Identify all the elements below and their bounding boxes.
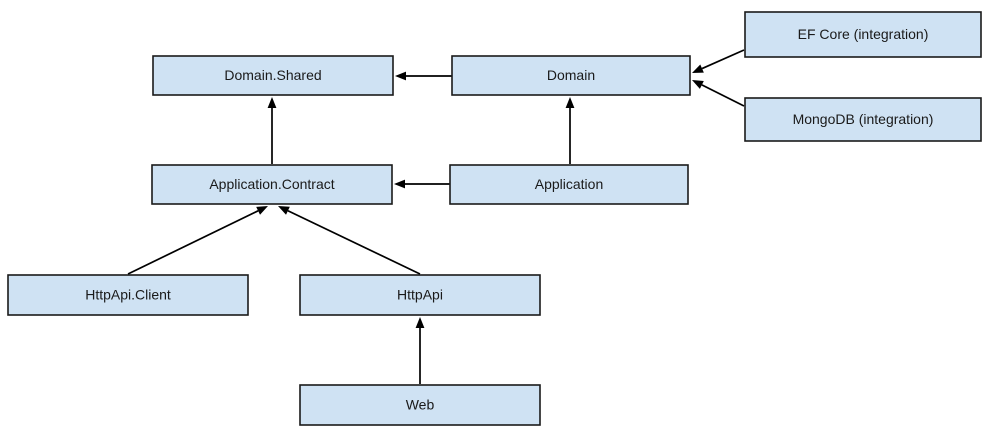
node-box[interactable] <box>449 164 689 205</box>
arrowhead-icon <box>692 80 704 89</box>
arrowhead-icon <box>267 97 277 108</box>
edge-web-to-httpapi <box>415 317 425 384</box>
node-web[interactable]: Web <box>299 384 541 426</box>
node-application[interactable]: Application <box>449 164 689 205</box>
node-box[interactable] <box>299 274 541 316</box>
node-mongodb[interactable]: MongoDB (integration) <box>744 97 982 142</box>
node-box[interactable] <box>299 384 541 426</box>
arrowhead-icon <box>692 64 704 73</box>
edge-line <box>701 49 745 70</box>
node-domain-shared[interactable]: Domain.Shared <box>152 55 394 96</box>
arrowhead-icon <box>415 317 425 328</box>
arrowhead-icon <box>394 179 405 189</box>
edge-httpapi-to-application-contract <box>278 206 421 275</box>
node-box[interactable] <box>744 11 982 58</box>
nodes-layer: Domain.Shared Domain EF Core (integration)… <box>7 11 982 426</box>
node-application-contract[interactable]: Application.Contract <box>151 164 393 205</box>
edge-line <box>127 210 259 275</box>
edge-line <box>287 209 421 275</box>
edge-httpapi-client-to-application-contract <box>127 206 268 275</box>
arrowhead-icon <box>565 97 575 108</box>
node-box[interactable] <box>451 55 691 96</box>
node-httpapi[interactable]: HttpApi <box>299 274 541 316</box>
edge-application-to-domain <box>565 97 575 164</box>
node-ef-core[interactable]: EF Core (integration) <box>744 11 982 58</box>
edges-layer <box>127 49 745 384</box>
node-httpapi-client[interactable]: HttpApi.Client <box>7 274 249 316</box>
node-box[interactable] <box>151 164 393 205</box>
arrowhead-icon <box>395 71 406 81</box>
arrowhead-icon <box>256 206 268 215</box>
node-box[interactable] <box>7 274 249 316</box>
node-box[interactable] <box>744 97 982 142</box>
node-domain[interactable]: Domain <box>451 55 691 96</box>
edge-ef-core-to-domain <box>692 49 745 73</box>
edge-line <box>701 84 745 107</box>
edge-mongodb-to-domain <box>692 80 745 107</box>
edge-domain-to-domain-shared <box>395 71 452 81</box>
node-box[interactable] <box>152 55 394 96</box>
edge-application-to-application-contract <box>394 179 450 189</box>
edge-application-contract-to-domain-shared <box>267 97 277 164</box>
arrowhead-icon <box>278 206 290 215</box>
